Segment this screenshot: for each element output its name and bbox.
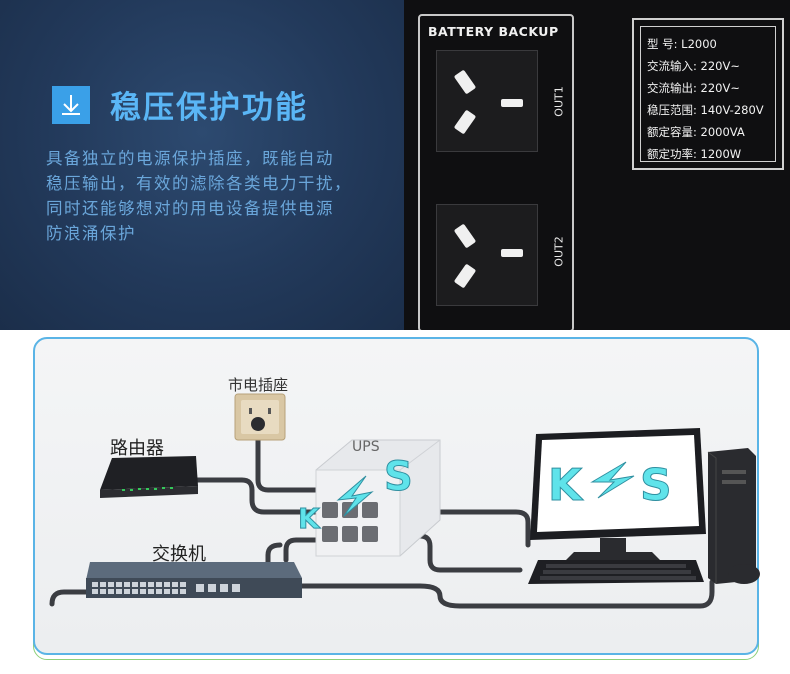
cable-switch <box>265 542 283 595</box>
feature-title: 稳压保护功能 <box>110 90 308 126</box>
outlet-socket-2 <box>436 204 538 306</box>
svg-text:K: K <box>298 502 321 535</box>
download-arrow-icon <box>52 85 90 124</box>
description-line: 同时还能够想对的用电设备提供电源 <box>46 199 334 218</box>
svg-text:K: K <box>548 460 584 511</box>
switch-label: 交换机 <box>152 544 206 565</box>
spec-plate-inner: 型 号: L2000 交流输入: 220V~ 交流输出: 220V~ 稳压范围:… <box>640 26 776 162</box>
battery-backup-label: BATTERY BACKUP <box>428 24 559 39</box>
keyboard-icon <box>528 560 704 584</box>
description-line: 稳压输出，有效的滤除各类电力干扰， <box>46 174 352 193</box>
ups-label: UPS <box>352 439 380 455</box>
cable-ups-to-pc <box>379 533 523 573</box>
spec-plate: 型 号: L2000 交流输入: 220V~ 交流输出: 220V~ 稳压范围:… <box>632 18 784 170</box>
top-section: 稳压保护功能 具备独立的电源保护插座，既能自动 稳压输出，有效的滤除各类电力干扰… <box>0 0 790 332</box>
spec-row: 额定功率: 1200W <box>647 147 742 161</box>
cables <box>49 433 715 609</box>
network-switch-icon <box>86 562 302 598</box>
cable-ups-to-monitor <box>379 509 531 548</box>
cable-ups-down <box>283 537 325 563</box>
ups-icon: UPS <box>315 439 441 557</box>
svg-text:S: S <box>640 460 672 511</box>
spec-row: 型 号: L2000 <box>647 37 717 51</box>
router-icon <box>100 456 198 498</box>
spec-row: 稳压范围: 140V-280V <box>647 103 764 117</box>
feature-title-row: 稳压保护功能 <box>52 82 308 127</box>
spec-row: 交流输入: 220V~ <box>647 59 740 73</box>
socket-icon <box>454 70 523 134</box>
wall-outlet-icon <box>234 393 286 441</box>
monitor-ks-logo: K S <box>548 460 673 512</box>
feature-description: 具备独立的电源保护插座，既能自动 稳压输出，有效的滤除各类电力干扰， 同时还能够… <box>46 146 398 246</box>
description-line: 具备独立的电源保护插座，既能自动 <box>46 149 334 168</box>
ups-ks-logo: K S <box>298 454 414 536</box>
svg-text:S: S <box>384 454 413 500</box>
cable-router-to-ups <box>167 477 321 515</box>
cable-bottom-loop <box>297 579 715 609</box>
wall-outlet-label: 市电插座 <box>228 376 289 394</box>
feature-panel: 稳压保护功能 具备独立的电源保护插座，既能自动 稳压输出，有效的滤除各类电力干扰… <box>0 0 404 330</box>
socket-icon <box>454 224 523 288</box>
pc-tower-icon <box>707 448 756 584</box>
outlet-socket-1 <box>436 50 538 152</box>
spec-row: 额定容量: 2000VA <box>647 125 745 139</box>
spec-row: 交流输出: 220V~ <box>647 81 740 95</box>
mouse-icon <box>728 564 760 584</box>
router-label: 路由器 <box>110 438 164 459</box>
cable-switch-left <box>49 589 89 607</box>
description-line: 防浪涌保护 <box>46 224 136 243</box>
